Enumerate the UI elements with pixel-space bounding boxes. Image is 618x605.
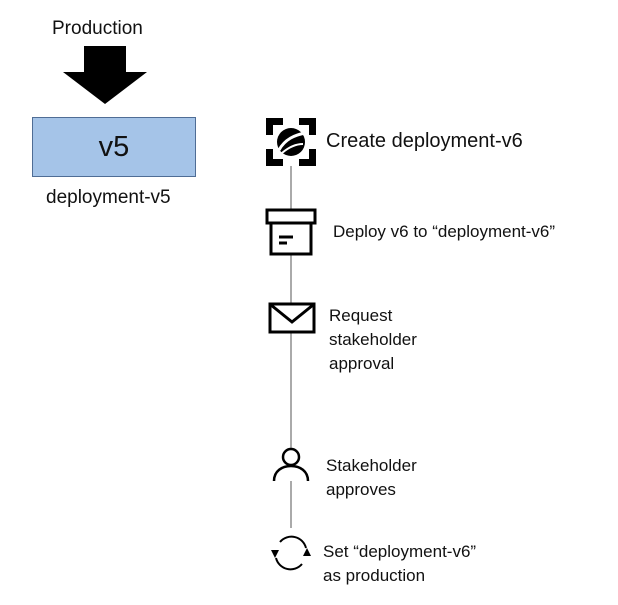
spinnaker-logo-icon bbox=[266, 118, 316, 166]
step-set-production-label: Set “deployment-v6” as production bbox=[323, 542, 477, 585]
archive-box-icon bbox=[265, 208, 317, 256]
step-deploy-label: Deploy v6 to “deployment-v6” bbox=[333, 222, 556, 241]
person-icon bbox=[272, 447, 310, 482]
production-label: Production bbox=[52, 18, 143, 39]
arrow-down-icon bbox=[63, 46, 147, 104]
envelope-icon bbox=[268, 302, 316, 334]
step-create-label: Create deployment-v6 bbox=[326, 130, 523, 152]
step-request-label: Request stakeholder approval bbox=[329, 306, 417, 373]
current-deployment-caption: deployment-v5 bbox=[46, 187, 171, 208]
current-deployment-box: v5 bbox=[32, 117, 196, 177]
current-version-label: v5 bbox=[98, 130, 130, 163]
step-approves-label: Stakeholder approves bbox=[326, 456, 417, 499]
sync-icon bbox=[271, 535, 311, 571]
